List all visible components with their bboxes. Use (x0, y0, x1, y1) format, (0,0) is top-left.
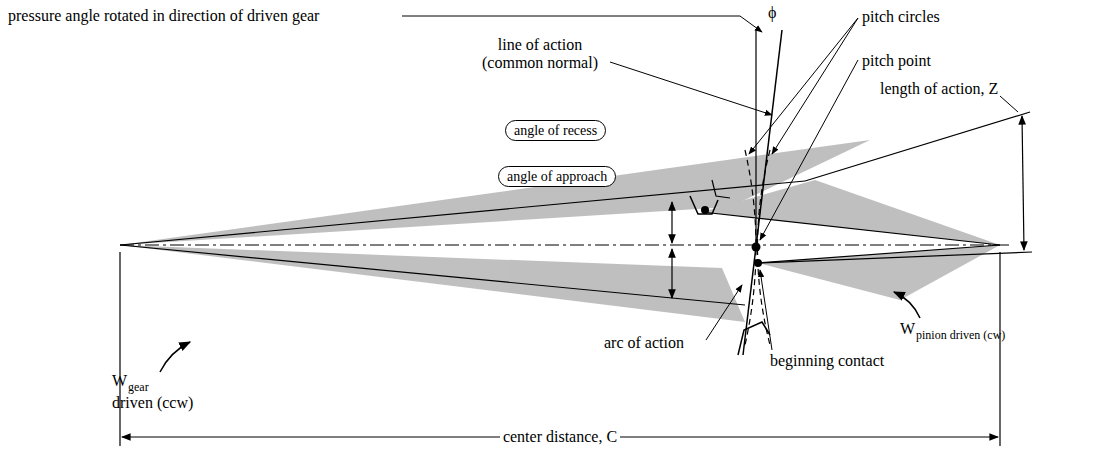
end-contact-dot (701, 206, 709, 214)
angle-oval: angle of approach (498, 166, 616, 187)
gear-rotation-arrow (160, 342, 190, 372)
callout-text: pitch circles (862, 8, 940, 26)
approach-line-pinion (758, 245, 1000, 263)
beginning-contact-dot (754, 259, 762, 267)
callout-text: arc of action (604, 334, 684, 352)
length-extension-lower (758, 252, 1032, 263)
recess-wedge-pinion (702, 180, 1000, 245)
leader-lines (160, 16, 1018, 372)
angle-label: angle of approach (507, 168, 607, 185)
speed-symbol: W (900, 320, 915, 338)
pitch-point-leader (760, 60, 858, 240)
action-wedges (120, 140, 1000, 322)
pinion-rotation-arrow (894, 292, 920, 318)
callout-text: beginning contact (770, 352, 884, 370)
construction-lines (120, 30, 1032, 446)
approach-wedge-pinion (758, 245, 1000, 300)
angle-oval: angle of recess (505, 120, 606, 141)
approach-angle-arrow (671, 249, 672, 298)
recess-line-gear (120, 181, 805, 245)
length-of-action-dimension (1022, 116, 1024, 250)
speed-subscript: pinion driven (cw) (916, 328, 1005, 342)
pitch-circle-leader (749, 18, 858, 154)
length-leader (1000, 96, 1018, 112)
recess-line-pinion (702, 212, 1000, 245)
arc-of-action-leader (706, 285, 742, 340)
gear-tooth (738, 322, 770, 355)
callout-text: length of action, Z (880, 80, 998, 98)
gear-tooth (690, 196, 718, 214)
callout-text: line of action (common normal) (470, 36, 610, 72)
gear-tooth (712, 180, 730, 198)
vertical-reference (755, 30, 756, 250)
angle-label: angle of recess (514, 122, 597, 139)
contact-points (701, 206, 762, 267)
center-line (120, 244, 1010, 245)
pitch-circle-leader (772, 18, 858, 154)
pitch-point-dot (752, 243, 761, 252)
center-extension-left (119, 252, 120, 446)
dimension-label: center distance, C (500, 428, 620, 446)
approach-wedge-gear (120, 245, 745, 322)
line-of-action-leader (610, 62, 772, 115)
recess-angle-arrow (671, 202, 672, 243)
angle-symbol: ϕ (768, 4, 776, 22)
approach-line-gear (120, 245, 745, 305)
callout-text: pressure angle rotated in direction of d… (8, 7, 319, 25)
speed-symbol: W (112, 372, 127, 390)
callout-text: driven (ccw) (112, 394, 193, 412)
beginning-contact-leader (760, 270, 772, 350)
length-extension-upper (805, 112, 1030, 181)
line-of-action (743, 30, 782, 355)
callout-text: pitch point (862, 52, 931, 70)
pressure-angle-leader (402, 16, 762, 32)
speed-subscript: gear (128, 380, 149, 394)
center-extension-right (999, 252, 1000, 446)
